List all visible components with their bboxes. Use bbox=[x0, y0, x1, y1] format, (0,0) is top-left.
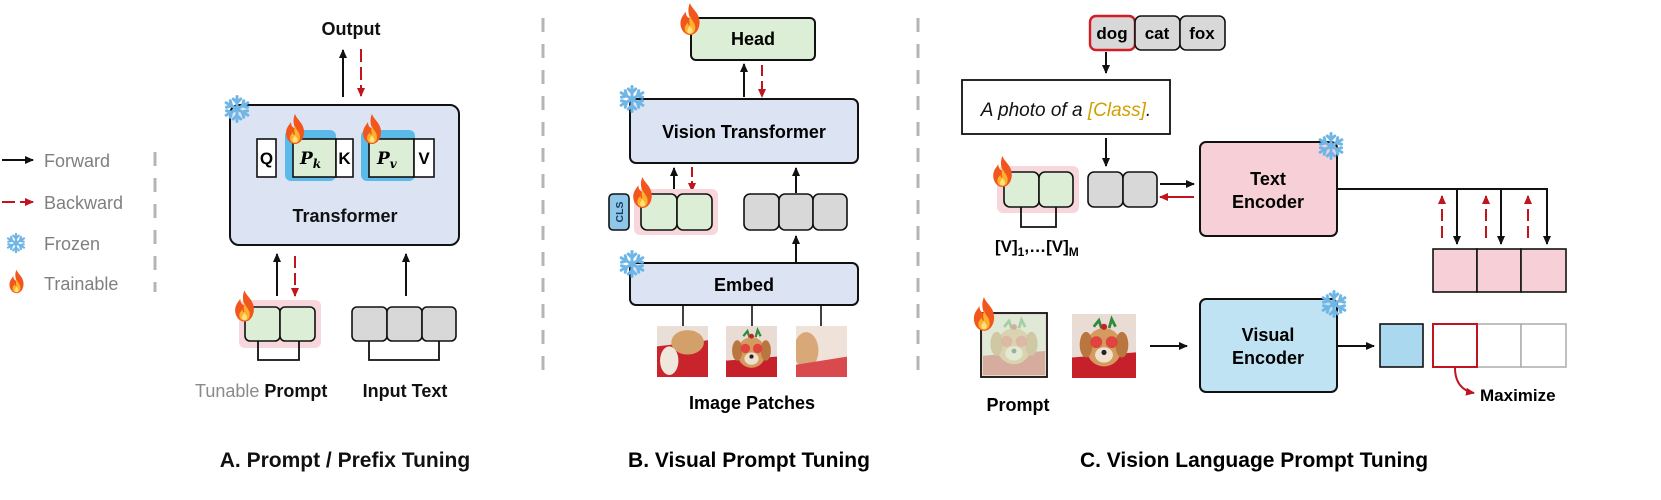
legend-frozen-label: Frozen bbox=[44, 234, 100, 254]
token-dog-label: dog bbox=[1096, 24, 1127, 43]
k-box bbox=[335, 138, 354, 178]
maximize-label: Maximize bbox=[1480, 386, 1556, 405]
visual-prompt-image bbox=[980, 312, 1048, 378]
image-patch-1 bbox=[657, 326, 708, 377]
text-token bbox=[351, 306, 388, 342]
fire-icon bbox=[993, 156, 1012, 187]
context-bracket bbox=[1020, 207, 1057, 228]
input-text-label: Input Text bbox=[363, 381, 448, 401]
prompt-cell bbox=[279, 306, 316, 342]
vision-transformer-label: Vision Transformer bbox=[662, 122, 826, 142]
legend-trainable-label: Trainable bbox=[44, 274, 118, 294]
image-patches-label: Image Patches bbox=[689, 393, 815, 413]
similarity-cell bbox=[1476, 323, 1522, 368]
text-encoder-label-1: Text bbox=[1250, 169, 1286, 189]
q-label: Q bbox=[260, 149, 273, 168]
text-token bbox=[421, 306, 457, 342]
context-cell bbox=[1038, 171, 1074, 208]
tunable-prompt-label: Tunable Prompt bbox=[195, 381, 327, 401]
text-token bbox=[386, 306, 423, 342]
head-box bbox=[690, 17, 816, 61]
fire-icon bbox=[9, 269, 24, 294]
class-token-cell bbox=[1122, 171, 1158, 208]
token-cat-label: cat bbox=[1145, 24, 1170, 43]
patch-token bbox=[743, 193, 780, 231]
image-patch-2 bbox=[726, 326, 777, 377]
legend-forward-label: Forward bbox=[44, 151, 110, 171]
text-feature-line bbox=[1337, 188, 1551, 245]
fire-icon bbox=[235, 290, 254, 322]
pk-label: Pk bbox=[299, 149, 321, 171]
context-vectors-label: [V]1,…[V]M bbox=[995, 237, 1079, 259]
caption-a: A. Prompt / Prefix Tuning bbox=[220, 449, 470, 472]
visual-encoder-label-1: Visual bbox=[1242, 325, 1295, 345]
template-box bbox=[961, 79, 1171, 135]
embed-label: Embed bbox=[714, 275, 774, 295]
image-patch-3 bbox=[796, 326, 847, 377]
visual-encoder-label-2: Encoder bbox=[1232, 348, 1304, 368]
transformer-label: Transformer bbox=[292, 206, 397, 226]
text-encoder-box bbox=[1199, 141, 1338, 237]
text-encoder-label-2: Encoder bbox=[1232, 192, 1304, 212]
q-box bbox=[256, 138, 277, 178]
text-feature-cell bbox=[1432, 248, 1478, 293]
text-feature-cell bbox=[1476, 248, 1522, 293]
token-fox bbox=[1179, 15, 1226, 51]
panel-a: Output Q Pk K Pv V Transformer Tunable bbox=[195, 19, 470, 472]
v-label: V bbox=[418, 149, 430, 168]
legend-backward-label: Backward bbox=[44, 193, 123, 213]
caption-c: C. Vision Language Prompt Tuning bbox=[1080, 449, 1428, 472]
legend: Forward Backward Frozen Trainable bbox=[2, 151, 123, 294]
panel-c: dog cat fox A photo of a [Class]. [V]1,…… bbox=[961, 14, 1567, 472]
head-label: Head bbox=[731, 29, 775, 49]
pv-label: Pv bbox=[376, 149, 398, 171]
input-bracket bbox=[368, 341, 440, 361]
cls-token bbox=[608, 193, 630, 231]
snowflake-icon bbox=[6, 232, 26, 254]
caption-b: B. Visual Prompt Tuning bbox=[628, 449, 870, 472]
panel-b: Head Vision Transformer CLS Embed bbox=[608, 3, 870, 472]
similarity-cell-selected bbox=[1432, 323, 1478, 368]
patch-token bbox=[812, 193, 848, 231]
k-label: K bbox=[338, 149, 351, 168]
class-token-cell bbox=[1087, 171, 1124, 208]
fire-icon bbox=[680, 3, 700, 35]
fire-icon bbox=[973, 297, 995, 331]
pv-box bbox=[368, 138, 415, 178]
text-feature-cell bbox=[1520, 248, 1567, 293]
prompt-bracket bbox=[257, 341, 300, 361]
v-box bbox=[413, 138, 435, 178]
similarity-cell bbox=[1432, 323, 1478, 368]
template-text: A photo of a [Class]. bbox=[980, 100, 1151, 121]
vision-transformer-box bbox=[629, 98, 859, 164]
cls-label: CLS bbox=[614, 202, 626, 223]
visual-prompt-label: Prompt bbox=[987, 395, 1050, 415]
image-feature-cell bbox=[1379, 323, 1424, 368]
embed-box bbox=[629, 262, 859, 306]
output-label: Output bbox=[322, 19, 381, 39]
input-image bbox=[1072, 314, 1136, 378]
patch-token bbox=[778, 193, 814, 231]
similarity-cell bbox=[1520, 323, 1567, 368]
fire-icon bbox=[633, 177, 652, 208]
maximize-arrow bbox=[1454, 367, 1475, 396]
visual-encoder-box bbox=[1199, 298, 1338, 393]
token-fox-label: fox bbox=[1189, 24, 1215, 43]
prompt-cell bbox=[676, 193, 713, 231]
